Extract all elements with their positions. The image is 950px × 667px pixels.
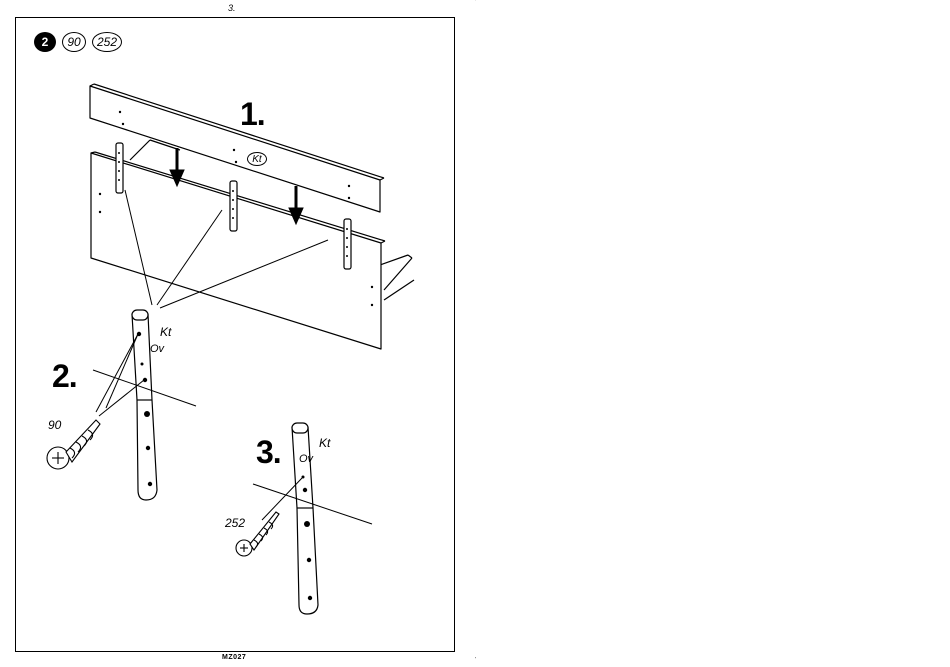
bracket-label-1: Ov [150,343,164,355]
badge-step-count: 2 [34,32,56,52]
step-3-label: 3. [256,434,281,471]
badge-part-252: 252 [92,32,122,52]
screw-90-label: 90 [48,418,61,432]
headboard-part-label: Kt [247,152,267,166]
badge-part-90: 90 [62,32,86,52]
leg-part-label-1: Kt [160,325,171,339]
bracket-label-2: Ov [299,453,313,465]
step-2-label: 2. [52,358,77,395]
screw-252-label: 252 [225,516,245,530]
leg-part-label-2: Kt [319,436,330,450]
step-1-label: 1. [240,96,265,133]
leg-bracket-2 [292,423,318,614]
footer-code: MZ027 [222,654,246,661]
